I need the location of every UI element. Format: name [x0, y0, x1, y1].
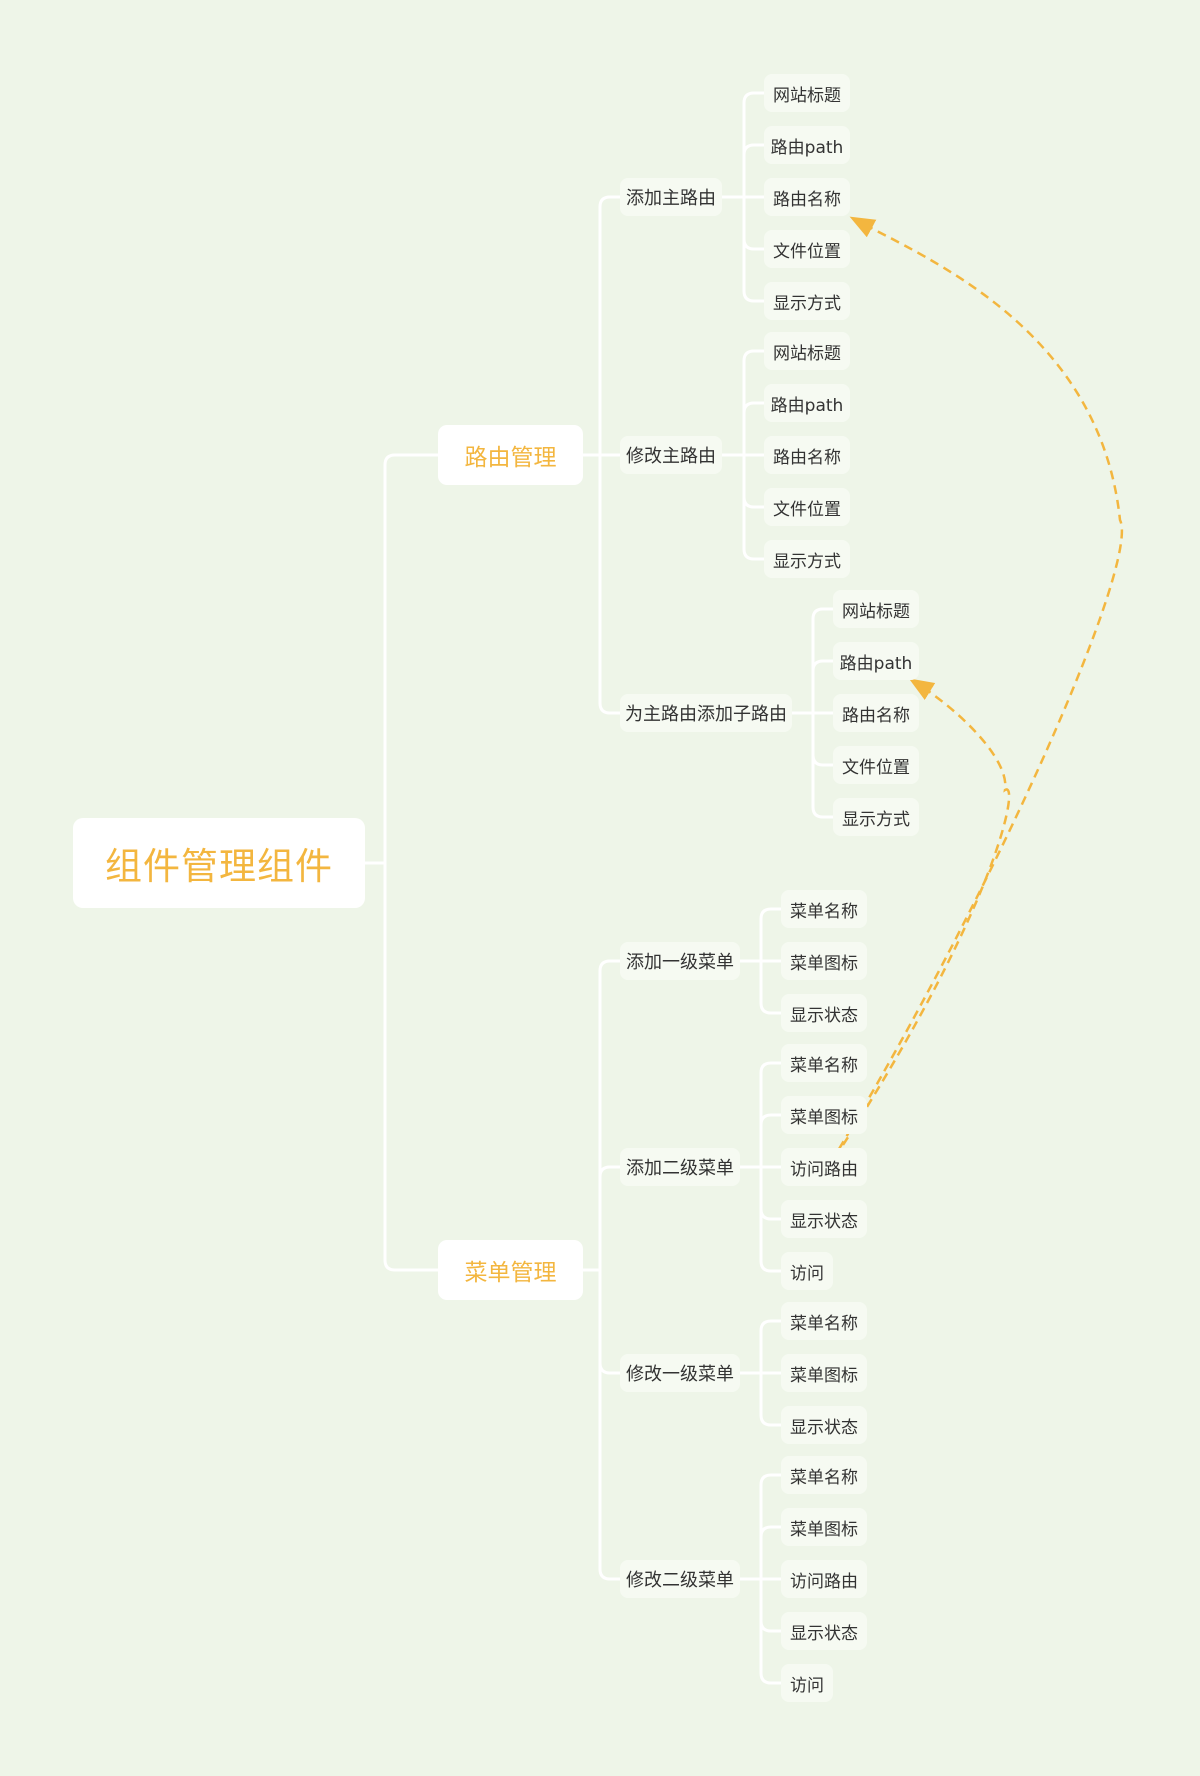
leaf-node-1-1-2[interactable]: 访问路由 [781, 1148, 867, 1186]
leaf-node-0-1-4[interactable]: 显示方式 [764, 540, 850, 578]
sub-connector-1-3-elbow-4 [759, 1579, 781, 1685]
leaf-node-0-0-4[interactable]: 显示方式 [764, 282, 850, 320]
branch-connector-1-elbow-1 [598, 1165, 620, 1270]
leaf-node-0-1-3[interactable]: 文件位置 [764, 488, 850, 526]
leaf-node-1-1-0[interactable]: 菜单名称 [781, 1044, 867, 1082]
leaf-node-1-3-1[interactable]: 菜单图标 [781, 1508, 867, 1546]
leaf-node-1-1-1[interactable]: 菜单图标 [781, 1096, 867, 1134]
leaf-node-0-2-4[interactable]: 显示方式 [833, 798, 919, 836]
sub-connector-0-0-elbow-3 [742, 197, 764, 251]
root-node[interactable]: 组件管理组件 [73, 818, 365, 908]
root-connector-elbow-1 [383, 863, 438, 1272]
leaf-node-1-2-1[interactable]: 菜单图标 [781, 1354, 867, 1392]
leaf-node-0-2-2[interactable]: 路由名称 [833, 694, 919, 732]
sub-node-0-1[interactable]: 修改主路由 [620, 436, 722, 474]
branch-connector-0-elbow-0 [598, 195, 620, 455]
leaf-node-0-2-0[interactable]: 网站标题 [833, 590, 919, 628]
sub-connector-1-1-elbow-1 [759, 1113, 781, 1167]
leaf-node-0-1-0[interactable]: 网站标题 [764, 332, 850, 370]
relationship-arrows [837, 216, 1124, 1150]
sub-node-0-2[interactable]: 为主路由添加子路由 [620, 694, 792, 732]
sub-connector-1-1-elbow-0 [759, 1061, 781, 1167]
sub-node-0-0[interactable]: 添加主路由 [620, 178, 722, 216]
sub-connector-1-0-elbow-0 [759, 907, 781, 961]
sub-node-1-0[interactable]: 添加一级菜单 [620, 942, 740, 980]
leaf-node-0-2-1[interactable]: 路由path [833, 642, 919, 680]
leaf-node-1-3-2[interactable]: 访问路由 [781, 1560, 867, 1598]
sub-connector-0-1-elbow-3 [742, 455, 764, 509]
root-connector-elbow-0 [383, 453, 438, 863]
sub-connector-1-1-elbow-4 [759, 1167, 781, 1273]
leaf-node-1-3-4[interactable]: 访问 [781, 1664, 833, 1702]
sub-node-1-1[interactable]: 添加二级菜单 [620, 1148, 740, 1186]
sub-connector-0-2-elbow-4 [811, 713, 833, 819]
sub-connector-1-3-elbow-3 [759, 1579, 781, 1633]
leaf-node-1-0-0[interactable]: 菜单名称 [781, 890, 867, 928]
sub-connector-0-1-elbow-4 [742, 455, 764, 561]
sub-connector-0-2-elbow-0 [811, 607, 833, 713]
sub-connector-0-0-elbow-1 [742, 143, 764, 197]
leaf-node-0-0-3[interactable]: 文件位置 [764, 230, 850, 268]
branch-route-management[interactable]: 路由管理 [438, 425, 583, 485]
sub-connector-1-3-elbow-1 [759, 1525, 781, 1579]
branch-connector-0-elbow-2 [598, 455, 620, 715]
sub-connector-1-0-elbow-2 [759, 961, 781, 1015]
leaf-node-0-0-2[interactable]: 路由名称 [764, 178, 850, 216]
sub-connector-0-2-elbow-1 [811, 659, 833, 713]
leaf-node-0-2-3[interactable]: 文件位置 [833, 746, 919, 784]
sub-connector-0-0-elbow-4 [742, 197, 764, 303]
leaf-node-1-2-0[interactable]: 菜单名称 [781, 1302, 867, 1340]
connector-lines [365, 91, 833, 1685]
sub-connector-1-3-elbow-0 [759, 1473, 781, 1579]
leaf-node-0-1-1[interactable]: 路由path [764, 384, 850, 422]
leaf-node-1-0-2[interactable]: 显示状态 [781, 994, 867, 1032]
leaf-node-1-3-3[interactable]: 显示状态 [781, 1612, 867, 1650]
sub-connector-1-2-elbow-0 [759, 1319, 781, 1373]
leaf-node-0-0-0[interactable]: 网站标题 [764, 74, 850, 112]
branch-connector-1-elbow-2 [598, 1270, 620, 1375]
leaf-node-1-2-2[interactable]: 显示状态 [781, 1406, 867, 1444]
branch-menu-management[interactable]: 菜单管理 [438, 1240, 583, 1300]
branch-connector-1-elbow-0 [598, 959, 620, 1270]
leaf-node-0-0-1[interactable]: 路由path [764, 126, 850, 164]
sub-connector-1-2-elbow-2 [759, 1373, 781, 1427]
leaf-node-0-1-2[interactable]: 路由名称 [764, 436, 850, 474]
sub-connector-0-1-elbow-0 [742, 349, 764, 455]
sub-connector-0-2-elbow-3 [811, 713, 833, 767]
sub-node-1-2[interactable]: 修改一级菜单 [620, 1354, 740, 1392]
leaf-node-1-3-0[interactable]: 菜单名称 [781, 1456, 867, 1494]
relationship-arrow-0 [837, 216, 1124, 1150]
leaf-node-1-0-1[interactable]: 菜单图标 [781, 942, 867, 980]
leaf-node-1-1-4[interactable]: 访问 [781, 1252, 833, 1290]
branch-connector-1-elbow-3 [598, 1270, 620, 1581]
sub-connector-1-1-elbow-3 [759, 1167, 781, 1221]
sub-connector-0-0-elbow-0 [742, 91, 764, 197]
sub-node-1-3[interactable]: 修改二级菜单 [620, 1560, 740, 1598]
sub-connector-0-1-elbow-1 [742, 401, 764, 455]
leaf-node-1-1-3[interactable]: 显示状态 [781, 1200, 867, 1238]
relationship-arrow-1 [841, 678, 1011, 1146]
